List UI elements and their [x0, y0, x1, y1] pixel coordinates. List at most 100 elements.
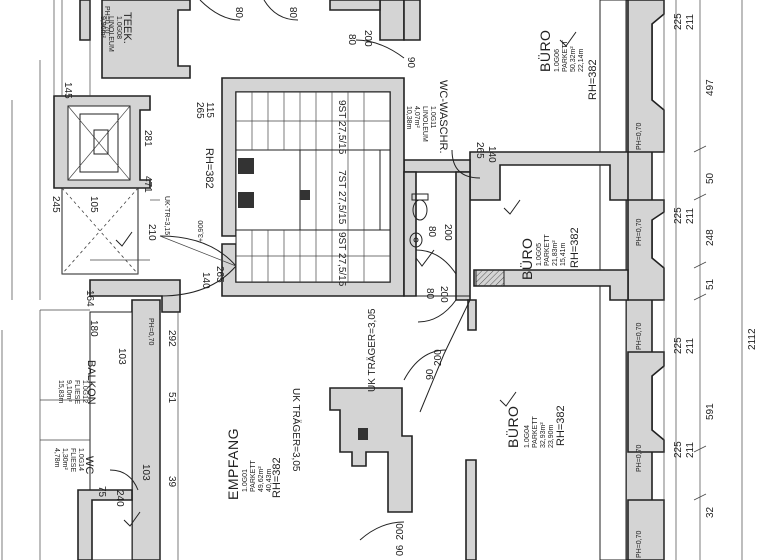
- dim-292: 292: [166, 330, 177, 347]
- room-name-teek: TEEK.: [121, 12, 133, 44]
- room-name-buero-bottom: BÜRO: [505, 405, 521, 448]
- dim-225a: 225: [673, 13, 684, 30]
- room-id-buero-top: 1.0G06: [554, 49, 561, 72]
- room-floor-buero-top: PARKETT: [562, 40, 569, 72]
- dim-211d: 211: [685, 442, 696, 458]
- room-volume-balkon: 15,83m: [57, 380, 64, 404]
- room-id-wc: 1.0G14: [77, 448, 84, 471]
- dim-265a: 265: [194, 102, 205, 119]
- stair-flight-2: [299, 149, 381, 231]
- rh-stair-label: RH=382: [203, 148, 215, 189]
- dim-115: 115: [204, 102, 215, 118]
- room-floor-buero-mid: PARKETT: [544, 234, 551, 266]
- exterior-wall-left: [1, 0, 191, 560]
- parapet-height-2: PH=0,70: [636, 218, 643, 246]
- uk-tr-label: UK-TR=3,15: [163, 196, 170, 236]
- room-rh-buero-mid: RH=382: [569, 227, 581, 268]
- parapet-height-6: PH=0,70: [147, 318, 154, 346]
- room-area-balkon: 9,10m²: [65, 380, 72, 402]
- parapet-height-4: PH=0,70: [636, 444, 643, 472]
- room-name-empfang: EMPFANG: [225, 428, 241, 500]
- dim-245: 245: [50, 196, 61, 213]
- room-name-buero-top: BÜRO: [537, 29, 553, 72]
- room-area-wc-wasch: 4,07m²: [413, 106, 420, 128]
- room-name-wc: WC: [83, 456, 95, 475]
- room-floor-wc-wasch: LINOLEUM: [421, 106, 428, 142]
- room-id-teek: 1.0G08: [115, 16, 122, 39]
- level-label: +3,900: [198, 220, 205, 242]
- dim-200b: 200: [438, 286, 449, 303]
- dim-145: 145: [62, 82, 73, 99]
- dim-281: 281: [142, 130, 153, 147]
- partition-walls: [379, 0, 629, 301]
- central-pier: [329, 387, 413, 513]
- dim-08: 08: [235, 6, 246, 18]
- stair-label-3: 9ST 27,5/15: [336, 232, 347, 287]
- checkmarks: [115, 31, 577, 527]
- sanitary-fixtures: [409, 193, 429, 248]
- dim-225d: 225: [673, 441, 684, 458]
- uk-traeger-right: UK TRÄGER=3,05: [367, 308, 378, 392]
- dim-51: 51: [705, 278, 716, 290]
- room-rh-buero-top: RH=382: [587, 59, 599, 100]
- dim-497: 497: [705, 79, 716, 96]
- dim-80a: 80: [426, 226, 437, 238]
- room-rh-buero-bottom: RH=382: [555, 405, 567, 446]
- dim-210: 210: [146, 224, 157, 241]
- dim-80b: 80: [424, 288, 435, 300]
- dim-265b: 265: [214, 266, 225, 283]
- dim-80c: 80: [346, 34, 357, 46]
- uk-traeger-left: UK TRÄGER=3,05: [290, 388, 301, 472]
- dimension-line-right: [693, 0, 743, 560]
- room-area-wc: 1,30m²: [61, 448, 68, 470]
- room-volume-wc: 4,78m: [53, 448, 60, 468]
- room-floor-balkon: FLIESE: [73, 380, 80, 405]
- dim-200d: 200: [395, 523, 406, 540]
- stair-core: [221, 77, 405, 297]
- room-id-buero-bottom: 1.0G04: [524, 425, 531, 448]
- dim-225b: 225: [673, 207, 684, 224]
- room-area-buero-top: 50,32m²: [570, 46, 577, 72]
- dim-105: 105: [88, 196, 99, 213]
- dim-240: 240: [114, 490, 125, 507]
- dim-103b: 103: [140, 464, 151, 481]
- dim-06a: 06: [407, 56, 418, 68]
- dim-75: 75: [96, 486, 107, 498]
- parapet-height-3: PH=0,70: [636, 322, 643, 350]
- room-volume-buero-bottom: 23,90m: [548, 424, 555, 448]
- dim-06b: 06: [395, 544, 406, 556]
- detail-lines: [53, 0, 179, 560]
- dim-471: 471: [142, 176, 153, 193]
- room-volume-wc-wasch: 10,38m: [405, 106, 412, 130]
- dim-32: 32: [705, 506, 716, 518]
- room-name-wc-wasch: WC-WASCHR.: [437, 80, 449, 154]
- room-floor-empfang: PARKETT: [250, 460, 257, 492]
- room-area-buero-bottom: 32,93m²: [540, 422, 547, 448]
- parapet-height-5: PH=0,70: [103, 6, 110, 34]
- dim-2112: 2112: [747, 328, 758, 350]
- room-area-empfang: 49,62m²: [258, 466, 265, 492]
- dim-200e: 200: [433, 349, 444, 366]
- dim-39: 39: [166, 476, 177, 488]
- room-volume-buero-top: 22,14m: [578, 48, 585, 72]
- room-id-buero-mid: 1.0G05: [536, 243, 543, 266]
- dim-248: 248: [705, 229, 716, 246]
- stair-flight-1: [235, 91, 391, 151]
- dim-225c: 225: [673, 337, 684, 354]
- stair-label-2: 7ST 27,5/15: [336, 170, 347, 225]
- doors: [109, 0, 481, 541]
- room-id-wc-wasch: 1.0G11: [429, 106, 436, 129]
- dim-200a: 200: [442, 224, 453, 241]
- dim-140a: 140: [200, 272, 211, 289]
- dim-211a: 211: [685, 14, 696, 30]
- dim-591: 591: [705, 403, 716, 420]
- stair-label-1: 9ST 27,5/15: [336, 100, 347, 155]
- dim-164: 164: [84, 290, 95, 307]
- dim-180: 180: [88, 320, 99, 337]
- dim-211c: 211: [685, 338, 696, 354]
- dim-265c: 265: [474, 142, 485, 159]
- room-area-buero-mid: 21,83m²: [552, 240, 559, 266]
- dim-103: 103: [116, 348, 127, 365]
- corridor-walls: [329, 0, 477, 560]
